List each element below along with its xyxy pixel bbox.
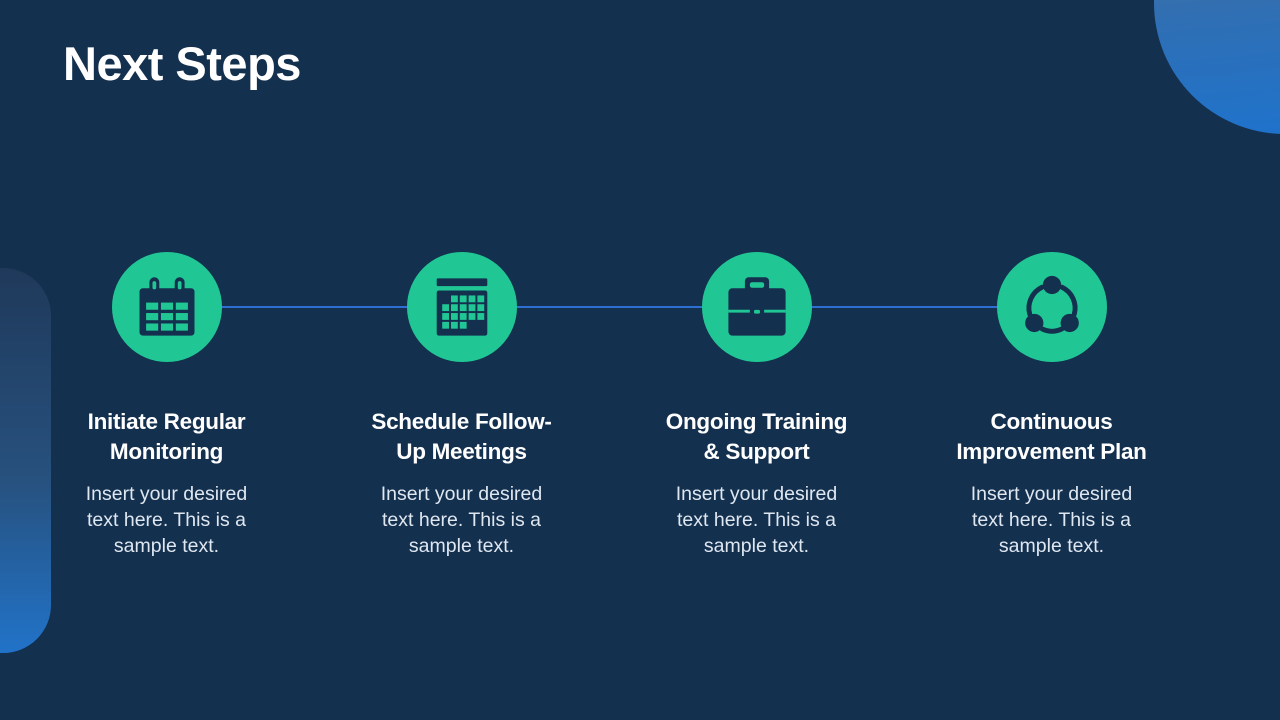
step-title: Initiate Regular Monitoring — [87, 409, 246, 464]
step-description: Insert your desired text here. This is a… — [675, 483, 838, 557]
top-right-circle-decoration — [1154, 0, 1280, 134]
step-icon-circle — [111, 252, 222, 362]
calendar-rings-icon — [139, 277, 194, 336]
briefcase-icon — [727, 277, 786, 336]
step-title: Ongoing Training & Support — [665, 409, 848, 464]
step-icon-circle — [701, 252, 812, 362]
step-icon-circle — [996, 252, 1107, 362]
left-pill-decoration — [0, 268, 51, 653]
step-title: Continuous Improvement Plan — [956, 409, 1147, 464]
timeline-connector — [166, 306, 1051, 308]
step-column-3: Ongoing Training & Support Insert your d… — [609, 252, 904, 559]
calendar-grid-icon — [436, 278, 487, 336]
step-description: Insert your desired text here. This is a… — [970, 483, 1133, 557]
share-network-icon — [1024, 275, 1079, 334]
steps-row: Initiate Regular Monitoring Insert your … — [19, 252, 1199, 559]
step-title: Schedule Follow- Up Meetings — [371, 409, 552, 464]
page-title: Next Steps — [63, 37, 301, 90]
step-description: Insert your desired text here. This is a… — [85, 483, 248, 557]
step-description: Insert your desired text here. This is a… — [380, 483, 543, 557]
step-column-1: Initiate Regular Monitoring Insert your … — [19, 252, 314, 559]
step-column-4: Continuous Improvement Plan Insert your … — [904, 252, 1199, 559]
step-icon-circle — [406, 252, 517, 362]
step-column-2: Schedule Follow- Up Meetings Insert your… — [314, 252, 609, 559]
